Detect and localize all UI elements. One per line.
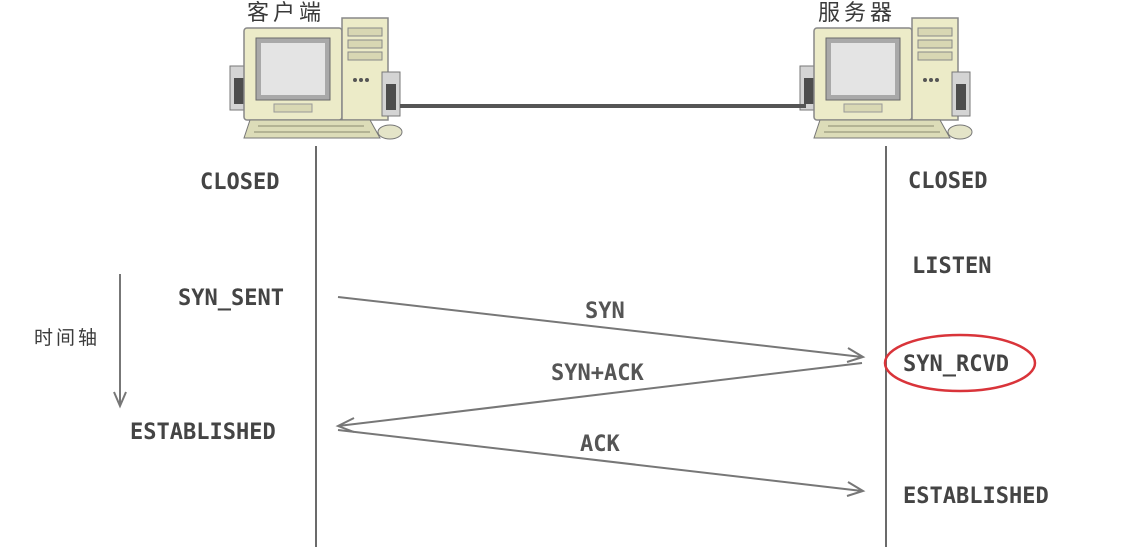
server-title: 服务器 <box>818 1 896 26</box>
client-state-established: ESTABLISHED <box>130 420 276 445</box>
ack-label: ACK <box>580 432 620 457</box>
server-computer-icon <box>799 17 973 140</box>
server-state-syn-rcvd: SYN_RCVD <box>903 352 1009 377</box>
client-state-closed: CLOSED <box>200 170 279 195</box>
syn-ack-arrow <box>337 362 863 427</box>
syn-arrow <box>337 296 863 358</box>
server-state-listen: LISTEN <box>912 254 991 279</box>
syn-rcvd-highlight-ellipse <box>883 333 1037 393</box>
server-state-established: ESTABLISHED <box>903 484 1049 509</box>
time-axis-label: 时间轴 <box>34 327 100 349</box>
syn-arrowhead <box>846 347 866 363</box>
syn-ack-label: SYN+ACK <box>551 361 644 386</box>
server-state-closed: CLOSED <box>908 169 987 194</box>
ack-arrowhead <box>846 481 866 497</box>
ack-arrow <box>337 429 863 492</box>
syn-ack-arrowhead <box>335 417 355 433</box>
client-computer-icon <box>229 17 403 140</box>
client-title: 客户端 <box>247 1 325 26</box>
syn-label: SYN <box>585 299 625 324</box>
client-state-syn-sent: SYN_SENT <box>178 286 284 311</box>
time-axis-arrowhead <box>113 391 127 409</box>
